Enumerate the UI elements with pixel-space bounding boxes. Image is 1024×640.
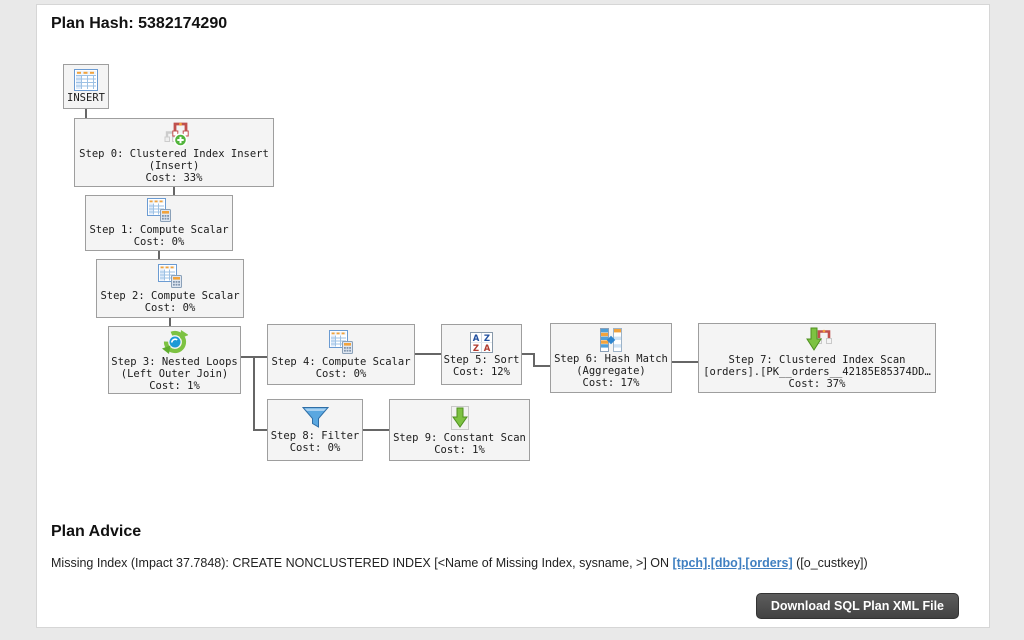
node-text-line: (Aggregate) (576, 364, 646, 377)
advice-text-after: ([o_custkey]) (792, 556, 868, 570)
connector-line (253, 429, 267, 431)
hash-match-icon (598, 327, 624, 352)
clustered-index-insert-icon (159, 121, 190, 147)
plan-diagram: INSERT Step 0: Clustered Index Insert(Ins… (37, 5, 989, 627)
constant-scan-icon (447, 405, 473, 431)
node-text-line: Step 5: Sort (443, 353, 520, 366)
node-text-line: Step 0: Clustered Index Insert (79, 148, 269, 160)
page-title: Plan Hash: 5382174290 (51, 15, 228, 32)
table-icon (74, 69, 98, 91)
node-text-line: (Left Outer Join) (120, 367, 229, 380)
node-text-line: Step 6: Hash Match (554, 352, 668, 365)
node-text-line: Cost: 33% (145, 172, 203, 184)
filter-icon (301, 406, 329, 429)
node-text-line: Cost: 37% (788, 377, 846, 390)
connector-line (672, 361, 698, 363)
connector-line (169, 318, 171, 327)
node-text-line: (Insert) (148, 160, 200, 172)
node-text-line: [orders].[PK__orders__42185E85374DD… (703, 365, 931, 378)
node-text-line: Cost: 17% (582, 376, 640, 389)
advice-table-link[interactable]: [tpch].[dbo].[orders] (672, 556, 793, 570)
compute-scalar-icon (156, 263, 184, 289)
compute-scalar-icon (145, 198, 173, 223)
node-text-line: INSERT (67, 92, 105, 104)
node-text-line: Step 3: Nested Loops (111, 355, 238, 368)
plan-node-insert[interactable]: INSERT (63, 64, 109, 109)
download-sql-plan-xml-button[interactable]: Download SQL Plan XML File (755, 593, 959, 619)
node-text-line: Step 7: Clustered Index Scan (728, 353, 906, 366)
node-text-line: Step 9: Constant Scan (393, 431, 526, 444)
plan-advice-text: Missing Index (Impact 37.7848): CREATE N… (51, 556, 981, 570)
node-text-line: Step 4: Compute Scalar (271, 355, 411, 368)
plan-node-step-6[interactable]: Step 6: Hash Match(Aggregate)Cost: 17% (550, 323, 672, 393)
node-text-line: Cost: 1% (149, 379, 200, 392)
connector-line (173, 187, 175, 196)
connector-line (522, 353, 535, 355)
svg-text:Z: Z (473, 344, 479, 353)
compute-scalar-icon (327, 329, 355, 355)
node-text-line: Step 8: Filter (270, 430, 360, 442)
plan-node-step-7[interactable]: Step 7: Clustered Index Scan[orders].[PK… (698, 323, 936, 393)
connector-line (533, 365, 550, 367)
plan-node-step-3[interactable]: Step 3: Nested Loops(Left Outer Join)Cos… (108, 326, 241, 394)
node-text-line: Cost: 12% (453, 365, 510, 378)
svg-text:A: A (473, 334, 480, 344)
svg-text:Z: Z (484, 334, 490, 344)
plan-node-step-0[interactable]: Step 0: Clustered Index Insert(Insert)Co… (74, 118, 274, 187)
plan-card: Plan Hash: 5382174290 INSERT Step 0: Clus… (36, 4, 990, 628)
connector-line (415, 353, 441, 355)
node-text-line: Cost: 0% (315, 367, 367, 380)
connector-line (363, 429, 389, 431)
plan-advice-heading: Plan Advice (51, 523, 142, 540)
node-text-line: Step 2: Compute Scalar (100, 289, 240, 302)
connector-line (158, 251, 160, 260)
node-text-line: Cost: 1% (434, 443, 485, 456)
connector-line (85, 109, 87, 119)
node-text-line: Cost: 0% (289, 442, 341, 454)
clustered-index-scan-icon (802, 327, 832, 353)
node-text-line: Step 1: Compute Scalar (89, 224, 229, 236)
advice-text-before: Missing Index (Impact 37.7848): CREATE N… (51, 556, 673, 570)
svg-text:A: A (484, 344, 491, 353)
connector-line (533, 353, 535, 367)
node-text-line: Cost: 0% (133, 236, 185, 248)
nested-loops-icon (161, 329, 188, 355)
node-text-line: Cost: 0% (144, 301, 196, 314)
connector-line (253, 356, 255, 431)
